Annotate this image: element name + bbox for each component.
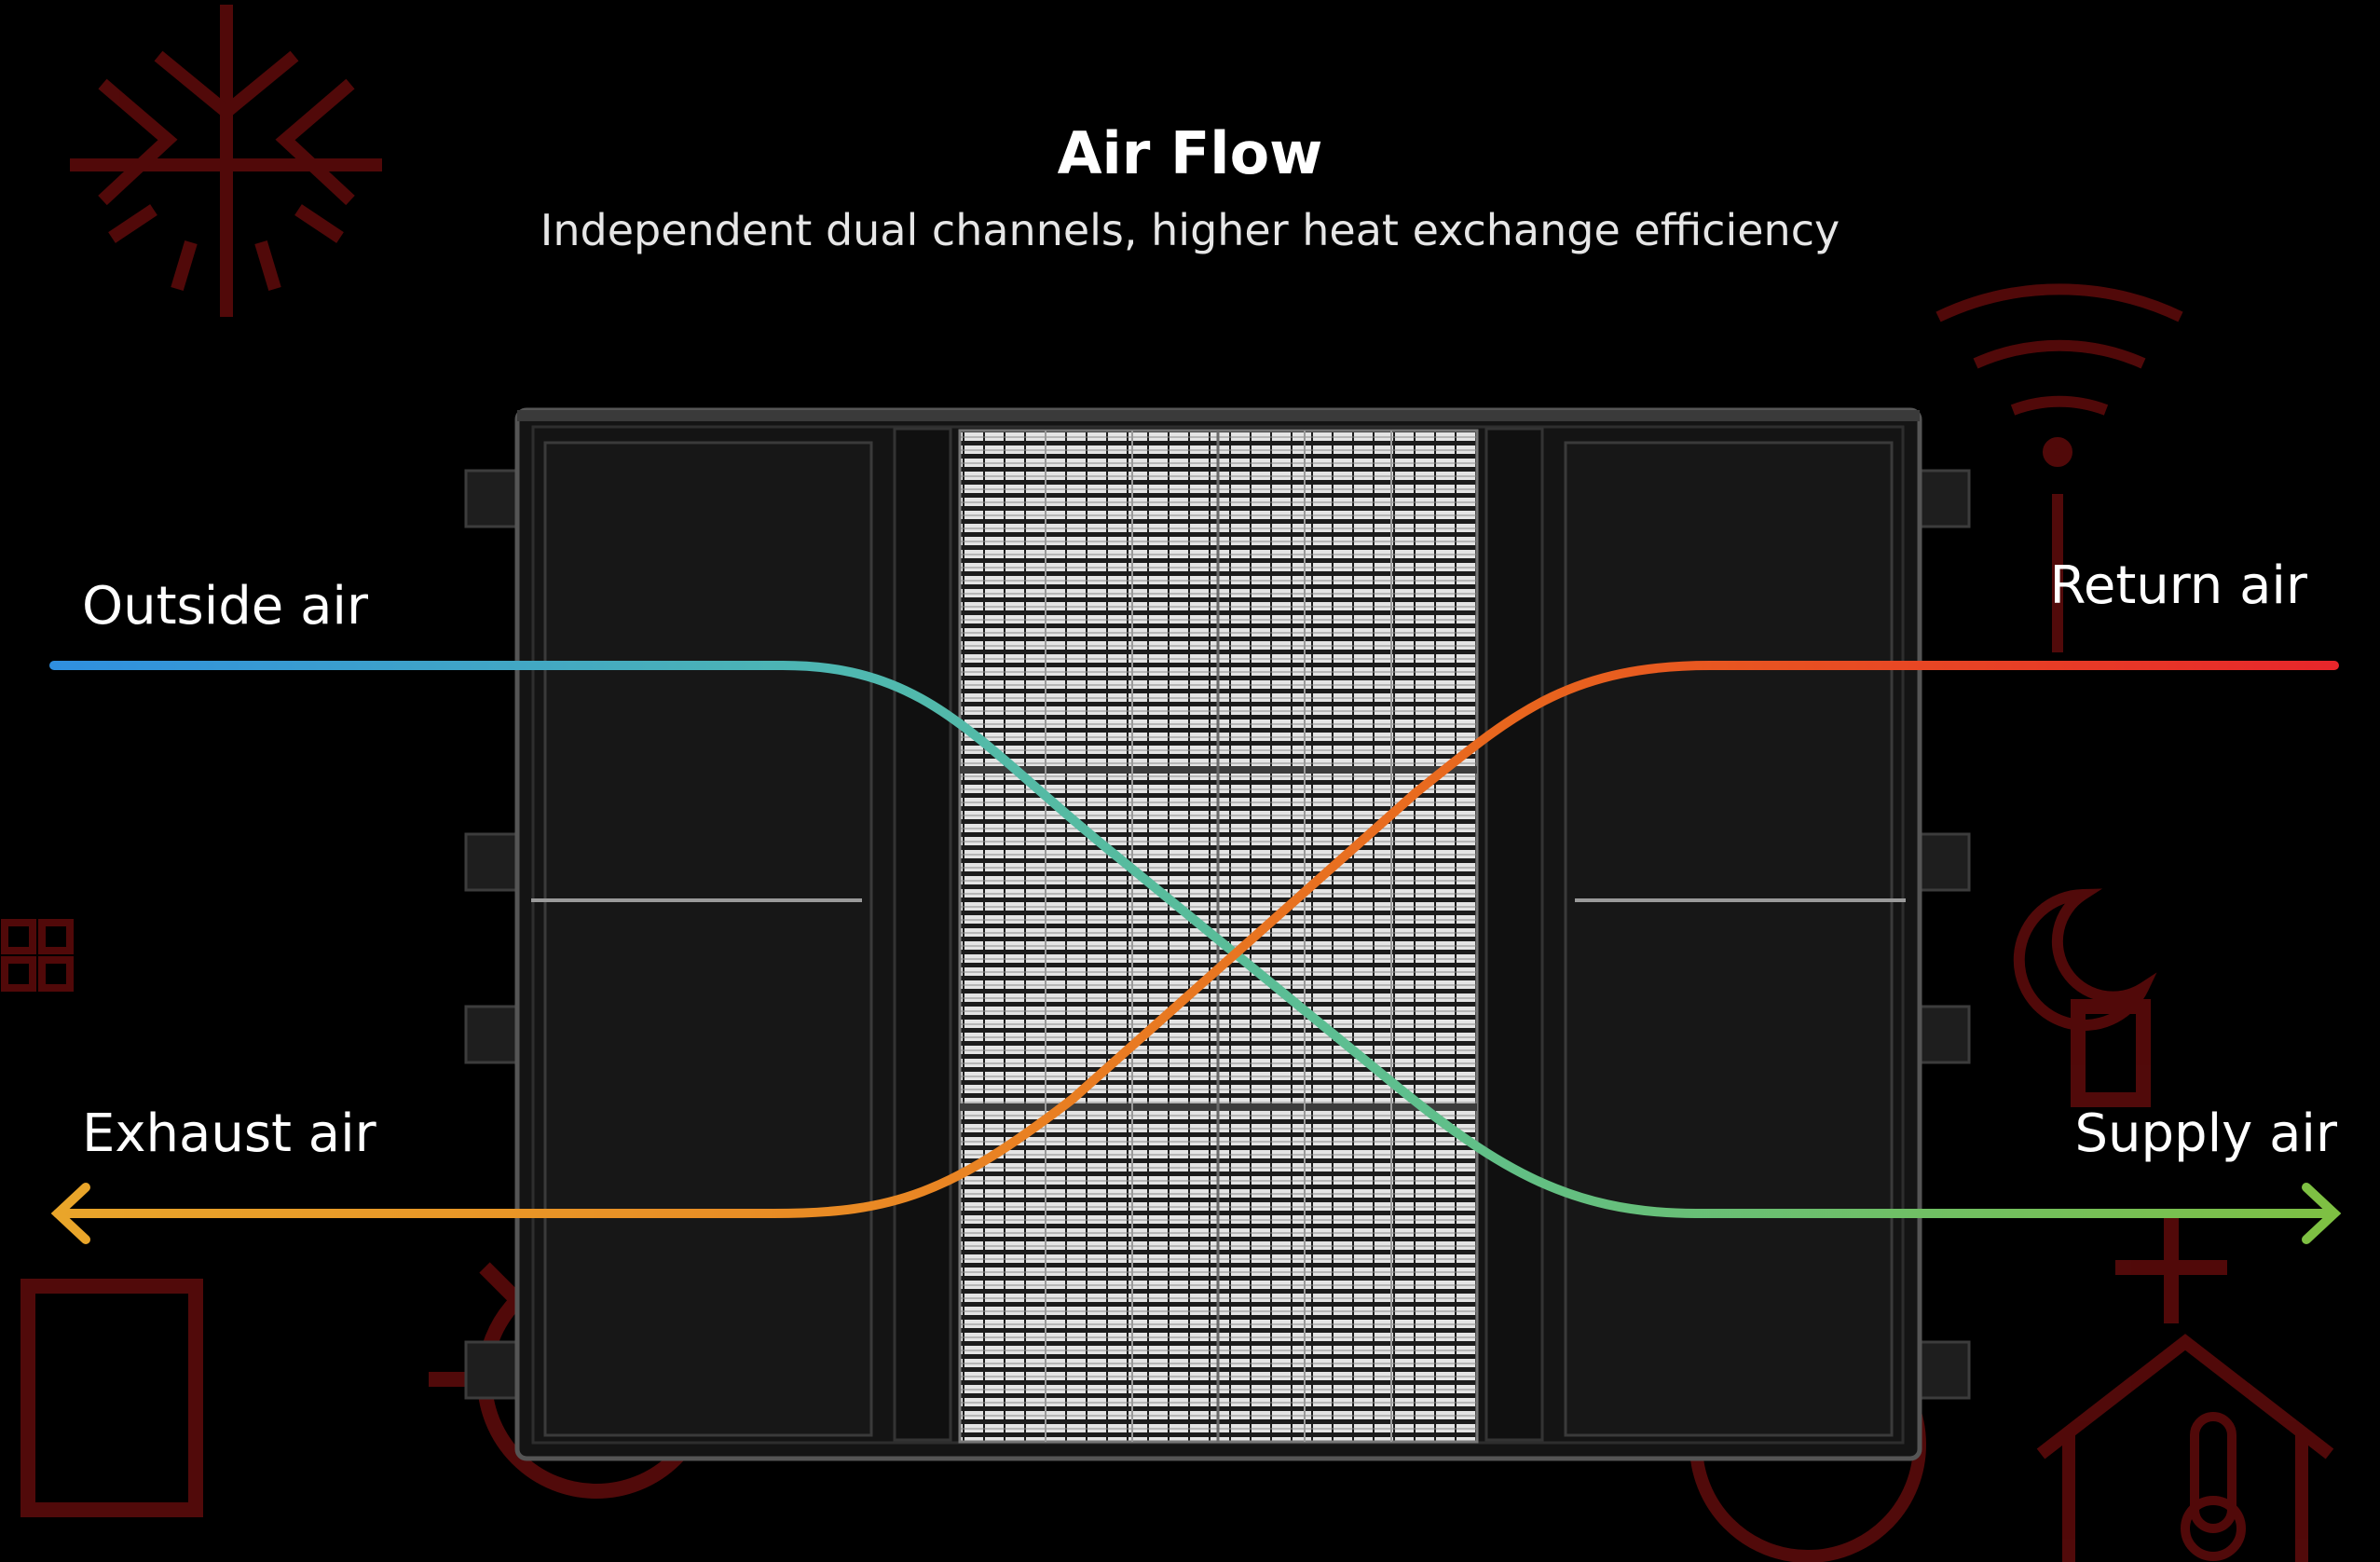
supply-arrowhead	[2302, 1183, 2342, 1244]
moon-icon	[2013, 888, 2157, 1031]
page-subtitle: Independent dual channels, higher heat e…	[540, 205, 1840, 255]
home-icon	[2036, 1334, 2334, 1562]
snowflake-sun-icon	[70, 5, 382, 317]
supply-air-label: Supply air	[2074, 1103, 2337, 1164]
air-flow-paths	[49, 661, 2342, 1244]
outside-air-label: Outside air	[82, 576, 368, 637]
page-title: Air Flow	[1057, 119, 1323, 187]
plus-icon	[2115, 1212, 2227, 1323]
right-compartment	[1564, 441, 1894, 1437]
grid-icon	[1, 919, 74, 992]
outside-to-supply-path	[49, 661, 2334, 1218]
left-compartment	[543, 441, 873, 1437]
wifi-icon	[1935, 283, 2183, 652]
return-to-exhaust-path	[53, 661, 2339, 1218]
thermometer-icon	[2181, 1412, 2246, 1561]
return-air-label: Return air	[2049, 555, 2307, 616]
exhaust-air-label: Exhaust air	[82, 1103, 376, 1164]
exhaust-arrowhead	[50, 1183, 90, 1244]
